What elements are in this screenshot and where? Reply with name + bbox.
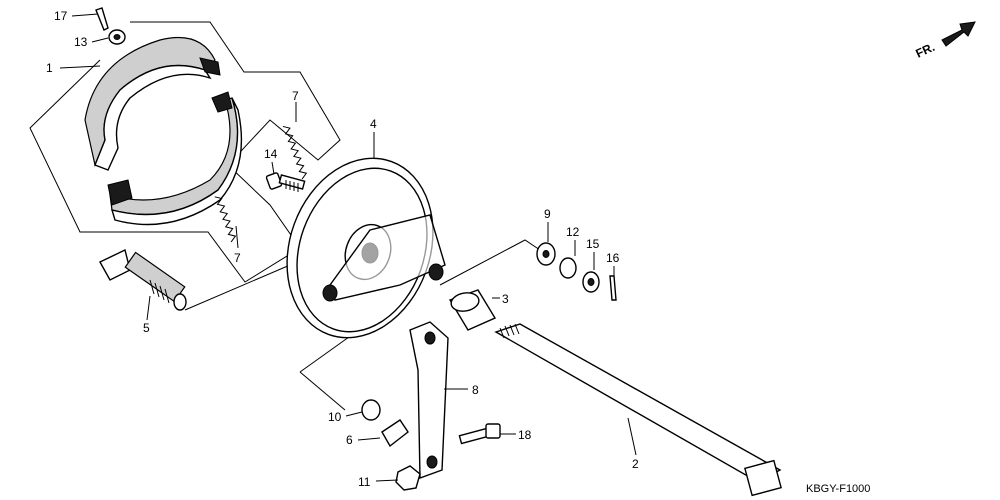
callout-10: 10 [328, 410, 342, 424]
callout-5: 5 [143, 321, 150, 335]
callout-6: 6 [346, 433, 353, 447]
svg-text:FR.: FR. [913, 40, 936, 61]
leader-2 [627, 417, 637, 456]
leader-6 [357, 437, 381, 441]
leader-1 [59, 65, 101, 69]
brake-shoe-lower[interactable] [107, 91, 243, 226]
callout-14: 14 [264, 147, 278, 161]
callout-13: 13 [74, 35, 88, 49]
callout-4: 4 [370, 117, 377, 131]
cotter-pin-16[interactable] [609, 275, 617, 301]
figure-code: KBGY-F1000 [806, 483, 870, 495]
brake-shoe-upper[interactable] [84, 36, 221, 171]
bolt-18[interactable] [458, 423, 501, 445]
nut-11[interactable] [395, 465, 421, 491]
callout-11: 11 [358, 475, 371, 489]
callout-17: 17 [54, 9, 68, 23]
bolt-14[interactable] [265, 172, 306, 192]
washer-12[interactable] [559, 257, 577, 279]
callout-12: 12 [566, 225, 580, 239]
brake-stopper-arm[interactable] [409, 321, 449, 479]
collar[interactable] [448, 289, 497, 331]
camshaft-group-outline [184, 264, 291, 311]
washer-13[interactable] [108, 29, 126, 45]
nut-15[interactable] [582, 271, 600, 293]
brake-spring-upper[interactable] [282, 124, 308, 180]
washer-9[interactable] [536, 242, 556, 266]
callout-9: 9 [544, 207, 551, 221]
clip-6[interactable] [381, 419, 409, 448]
leader-7b [235, 225, 239, 249]
front-direction-marker: FR. [913, 21, 976, 61]
leader-5 [146, 295, 151, 321]
callout-7-lower: 7 [234, 251, 241, 265]
callout-7-upper: 7 [292, 89, 299, 103]
leader-11 [375, 479, 399, 482]
callout-15: 15 [586, 237, 600, 251]
leader-17 [71, 13, 99, 17]
callout-3: 3 [502, 292, 509, 306]
leader-13 [91, 37, 109, 43]
leader-14 [271, 161, 275, 175]
washer-10[interactable] [361, 399, 381, 421]
callout-2: 2 [632, 457, 639, 471]
leader-10 [345, 411, 363, 417]
callout-18: 18 [518, 428, 532, 442]
brake-panel[interactable] [263, 138, 457, 359]
brake-cam[interactable] [99, 248, 187, 311]
callout-16: 16 [606, 251, 620, 265]
brake-spring-lower[interactable] [214, 195, 237, 243]
pivot-group-outline-2 [299, 371, 346, 411]
axle-group-outline [439, 239, 541, 286]
callout-1: 1 [46, 61, 53, 75]
callout-8: 8 [472, 383, 479, 397]
cotter-pin-17[interactable] [95, 7, 109, 31]
rear-axle[interactable] [494, 323, 782, 497]
